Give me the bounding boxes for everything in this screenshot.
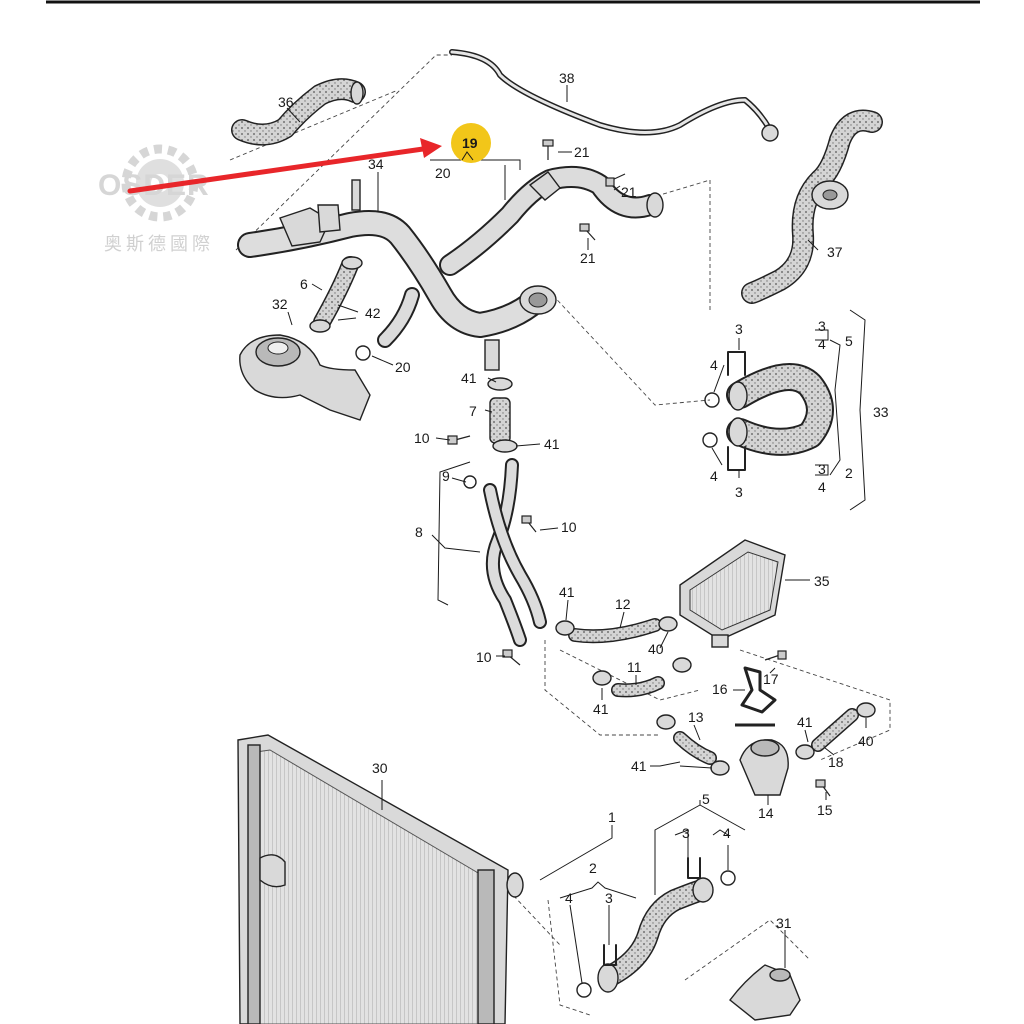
callout-13: 13 bbox=[688, 709, 704, 725]
callout-3-upper-right: 3 bbox=[735, 321, 743, 337]
callout-12: 12 bbox=[615, 596, 631, 612]
callout-6: 6 bbox=[300, 276, 308, 292]
callout-38: 38 bbox=[559, 70, 575, 86]
callout-10-c: 10 bbox=[476, 649, 492, 665]
callout-40-a: 40 bbox=[648, 641, 664, 657]
callout-14: 14 bbox=[758, 805, 774, 821]
callout-3-lower-right: 3 bbox=[735, 484, 743, 500]
callout-3-bottom-left: 3 bbox=[605, 890, 613, 906]
callout-5-right: 5 bbox=[845, 333, 853, 349]
callout-3-bracket-lower: 3 bbox=[818, 461, 826, 477]
callout-15: 15 bbox=[817, 802, 833, 818]
part-6-hose bbox=[309, 256, 363, 333]
callout-40-b: 40 bbox=[858, 733, 874, 749]
leader-lines bbox=[286, 85, 867, 984]
part-33-hose bbox=[702, 351, 834, 471]
highlight-circle bbox=[451, 123, 491, 163]
callout-16: 16 bbox=[712, 681, 728, 697]
part-18-hose bbox=[795, 702, 876, 760]
callout-4-lower-right: 4 bbox=[710, 468, 718, 484]
callout-4-bottom-left: 4 bbox=[565, 890, 573, 906]
callout-20-lower: 20 bbox=[395, 359, 411, 375]
part-7-hose bbox=[487, 377, 518, 453]
highlight-part-19: 19 bbox=[127, 123, 491, 194]
callout-4-bottom-right: 4 bbox=[723, 825, 731, 841]
part-12-hose bbox=[555, 616, 678, 644]
red-arrow-head bbox=[420, 138, 442, 158]
callout-36: 36 bbox=[278, 94, 294, 110]
part-14-auxiliary-pump bbox=[739, 739, 789, 796]
dashed-assembly-outlines bbox=[229, 54, 891, 1016]
callout-41-d: 41 bbox=[593, 701, 609, 717]
callout-11: 11 bbox=[627, 659, 642, 675]
callout-2-right: 2 bbox=[845, 465, 853, 481]
callout-4-bracket-upper: 4 bbox=[818, 336, 826, 352]
part-36-hose bbox=[231, 78, 366, 146]
callout-3-bracket-upper: 3 bbox=[818, 318, 826, 334]
callout-33: 33 bbox=[873, 404, 889, 420]
callout-21-low: 21 bbox=[580, 250, 596, 266]
callout-41-e: 41 bbox=[797, 714, 813, 730]
watermark-subtitle: 奥斯德國際 bbox=[104, 234, 214, 254]
callout-3-bottom-right: 3 bbox=[682, 825, 690, 841]
callout-35: 35 bbox=[814, 573, 830, 589]
callout-10-b: 10 bbox=[561, 519, 577, 535]
callout-32: 32 bbox=[272, 296, 288, 312]
callout-19: 19 bbox=[462, 135, 478, 151]
part-35-oil-cooler bbox=[679, 539, 786, 648]
bolts bbox=[447, 139, 831, 797]
part-32-water-pump bbox=[239, 334, 371, 421]
callout-4-bracket-lower: 4 bbox=[818, 479, 826, 495]
part-31-flange bbox=[729, 964, 801, 1021]
callout-34: 34 bbox=[368, 156, 384, 172]
callout-17: 17 bbox=[763, 671, 779, 687]
callout-2-bottom: 2 bbox=[589, 860, 597, 876]
part-1-hose bbox=[576, 857, 736, 998]
osder-watermark: OSDER 奥斯德國際 bbox=[98, 144, 214, 254]
callout-41-c: 41 bbox=[559, 584, 575, 600]
part-16-bracket bbox=[735, 666, 777, 727]
part-30-radiator bbox=[237, 734, 524, 1024]
red-arrow bbox=[127, 145, 433, 194]
callout-37: 37 bbox=[827, 244, 843, 260]
callout-10-a: 10 bbox=[414, 430, 430, 446]
callout-9: 9 bbox=[442, 468, 450, 484]
callout-30: 30 bbox=[372, 760, 388, 776]
callout-41-f: 41 bbox=[631, 758, 647, 774]
part-11-hose bbox=[592, 657, 692, 698]
callout-4-upper-right: 4 bbox=[710, 357, 718, 373]
callout-labels: 38 36 34 20 21 21 21 6 42 32 20 37 3 3 4… bbox=[272, 70, 889, 931]
callout-7: 7 bbox=[469, 403, 477, 419]
callout-31: 31 bbox=[776, 915, 792, 931]
callout-42: 42 bbox=[365, 305, 381, 321]
callout-21-mid: 21 bbox=[621, 184, 637, 200]
part-8-coolant-pipe bbox=[463, 458, 547, 647]
part-13-hose bbox=[656, 714, 730, 776]
part-38-vent-pipe bbox=[449, 49, 779, 142]
part-19-coolant-pipe bbox=[439, 165, 664, 276]
callout-8: 8 bbox=[415, 524, 423, 540]
callout-41-a: 41 bbox=[461, 370, 477, 386]
part-37-hose bbox=[741, 109, 883, 304]
callout-1: 1 bbox=[608, 809, 616, 825]
callout-41-b: 41 bbox=[544, 436, 560, 452]
part-34-coolant-pipe bbox=[237, 179, 557, 371]
callout-21-top: 21 bbox=[574, 144, 590, 160]
callout-20-upper: 20 bbox=[435, 165, 451, 181]
callout-5-bottom: 5 bbox=[702, 791, 710, 807]
part-20-hose bbox=[355, 287, 420, 361]
callout-18: 18 bbox=[828, 754, 844, 770]
